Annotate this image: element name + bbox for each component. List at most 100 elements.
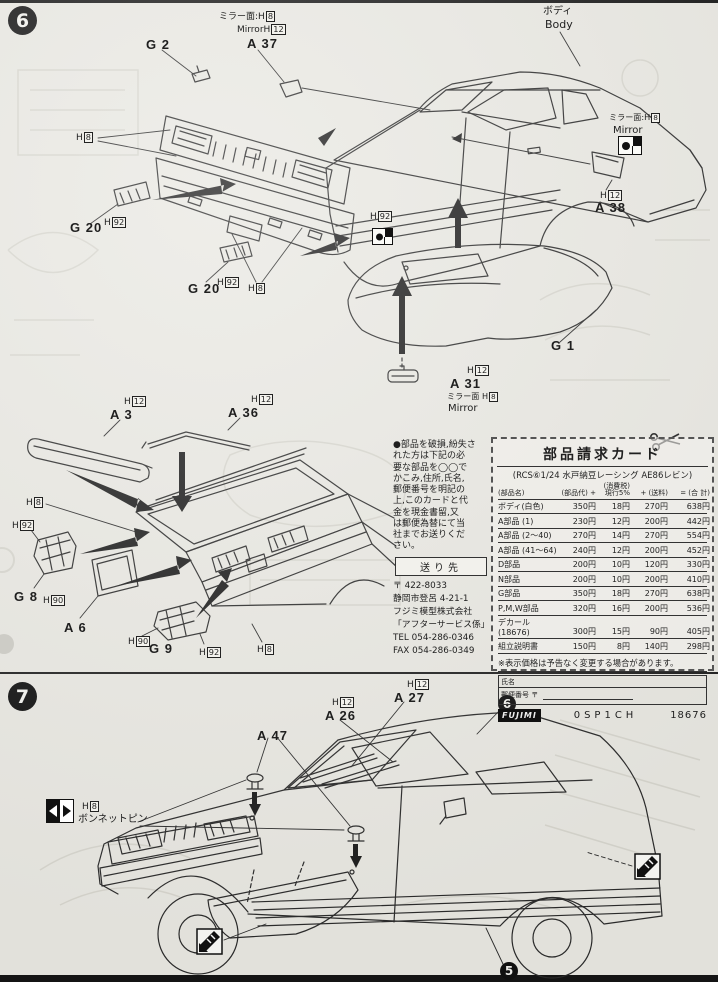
step7-badge: 7: [8, 682, 37, 711]
parts-table-cell: 150円: [572, 641, 596, 651]
step5-reference-badge: 5: [500, 962, 518, 980]
parts-table-cell: 16円: [611, 603, 630, 613]
parts-table-cell: 270円: [572, 531, 596, 541]
postal-field-label: 郵便番号 〒: [501, 690, 539, 699]
parts-table-cell: 270円: [644, 531, 668, 541]
label-mirror-en-a38: Mirror: [613, 125, 643, 136]
parts-table-cell: 12円: [611, 545, 630, 555]
step7-front-assembly-diagram: [97, 701, 663, 979]
parts-table-cell: 638円: [686, 502, 710, 512]
header-tax: (消費税)現行5%: [603, 482, 630, 498]
parts-table-cell: 140円: [644, 641, 668, 651]
parts-table-cell: 240円: [572, 545, 596, 555]
parts-table-cell: D部品: [498, 560, 521, 570]
parts-table-cell: 14円: [611, 531, 630, 541]
parts-table-cell: 270円: [644, 589, 668, 599]
section-divider: [0, 672, 718, 674]
kit-number: 18676: [670, 709, 707, 721]
parts-table-cell: 230円: [572, 516, 596, 526]
postal-write-line: [543, 698, 633, 700]
label-a47: A 47: [257, 728, 288, 743]
label-a26: A 26: [325, 708, 356, 723]
parts-table-cell: 15円: [611, 627, 630, 637]
label-bonnet-pin: ボンネットピン: [78, 814, 148, 825]
card-subtitle: (RCS⑥1/24 水戸納豆レーシング AE86レビン): [497, 466, 708, 481]
header-part-price: (部品代) +: [561, 488, 596, 497]
parts-table-row: A部品 (1) 230円 12円 200円 442円: [498, 514, 710, 529]
service-instructions: ●部品を破損,紛失さ れた方は下記の必 要な部品を◯◯で かこみ,住所,氏名, …: [393, 440, 490, 659]
parts-table-cell: 300円: [572, 627, 596, 637]
parts-table-cell: 200円: [644, 545, 668, 555]
address-line: フジミ模型株式会社: [393, 606, 473, 617]
scan-edge-top: [0, 0, 718, 3]
parts-table-cell: A部品 (41〜64): [498, 545, 557, 555]
parts-table-cell: 270円: [644, 502, 668, 512]
label-g8: G 8: [14, 589, 38, 604]
header-part-name: (部品名): [498, 488, 525, 497]
header-total: = (合 計): [680, 488, 710, 497]
parts-table-cell: 350円: [572, 589, 596, 599]
parts-table-cell: 442円: [686, 516, 710, 526]
parts-table-cell: 12円: [611, 516, 630, 526]
label-a6: A 6: [64, 620, 87, 635]
bonnet-pin-fit-icon: [46, 799, 74, 823]
name-field-label: 氏名: [501, 677, 515, 686]
parts-table-cell: A部品 (1): [498, 516, 534, 526]
parts-table-header: (部品名) (部品代) + (消費税)現行5% + (送料) = (合 計): [498, 482, 710, 500]
label-a36: A 36: [228, 405, 259, 420]
card-title: 部品請求カード: [543, 447, 662, 463]
header-shipping: + (送料): [640, 488, 668, 497]
address-line: 〒 422-8033: [393, 580, 447, 591]
label-g1: G 1: [551, 338, 575, 353]
address-line: FAX 054-286-0349: [393, 646, 475, 657]
parts-table-cell: 410円: [686, 574, 710, 584]
scan-edge-bottom: [0, 975, 718, 982]
replacement-parts-instructions: ●部品を破損,紛失さ れた方は下記の必 要な部品を◯◯で かこみ,住所,氏名, …: [393, 440, 476, 552]
parts-table-cell: ボディ(白色): [498, 502, 544, 512]
parts-table-cell: 536円: [686, 603, 710, 613]
label-g20-lower: G 20: [188, 281, 221, 296]
attach-direction-icon: [634, 853, 661, 880]
parts-table-cell: 200円: [644, 574, 668, 584]
customer-form: 氏名 郵便番号 〒: [498, 674, 707, 705]
parts-table-cell: 200円: [644, 516, 668, 526]
parts-table-cell: 10円: [611, 560, 630, 570]
parts-table-cell: 90円: [649, 627, 668, 637]
parts-table-cell: 200円: [572, 574, 596, 584]
label-g9: G 9: [149, 641, 173, 656]
parts-table-cell: 200円: [572, 560, 596, 570]
parts-table-cell: 554円: [686, 531, 710, 541]
parts-price-table: (部品名) (部品代) + (消費税)現行5% + (送料) = (合 計) ボ…: [498, 482, 710, 654]
parts-table-cell: 638円: [686, 589, 710, 599]
price-change-note: ※表示価格は予告なく変更する場合があります。: [498, 657, 707, 672]
parts-table-cell: 18円: [611, 589, 630, 599]
parts-table-cell: P,M,W部品: [498, 603, 539, 613]
parts-table-cell: 330円: [686, 560, 710, 570]
address-line: 「アフターサービス係」: [393, 620, 490, 631]
